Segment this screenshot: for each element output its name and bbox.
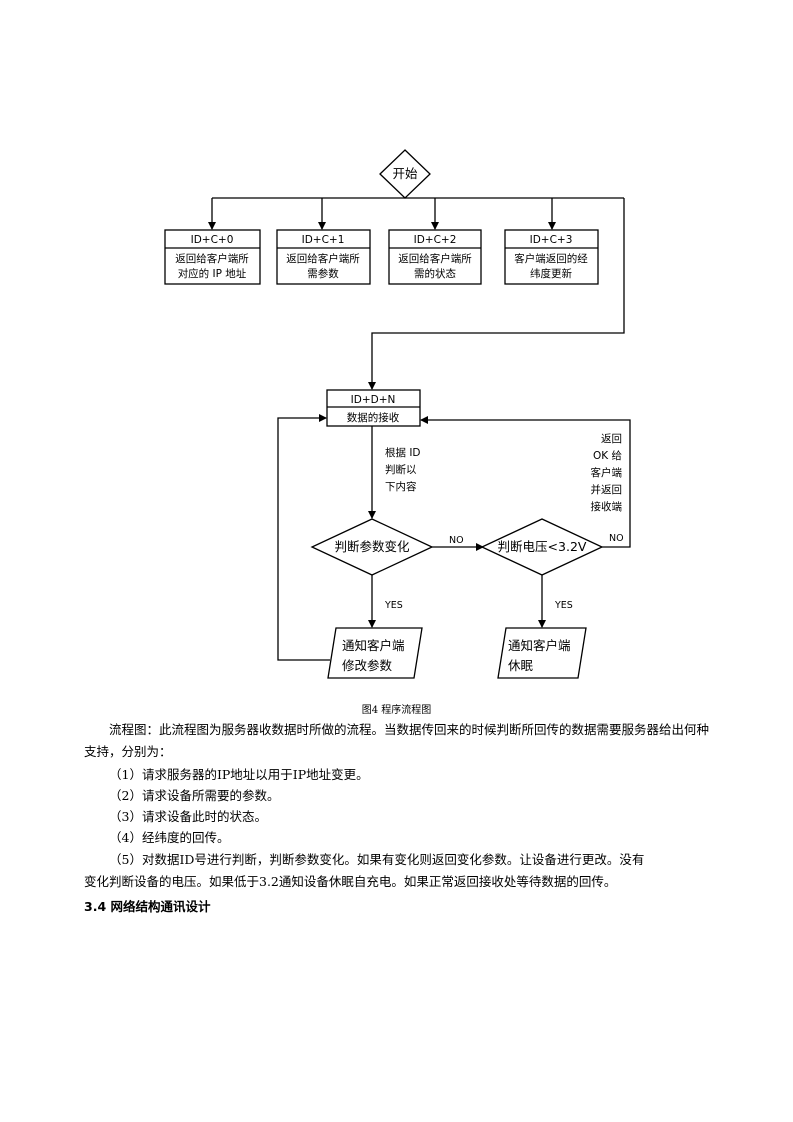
figure-caption: 图4 程序流程图 (361, 705, 432, 716)
branch-0-line2: 对应的 IP 地址 (178, 267, 247, 280)
output2-line: 休眠 (508, 658, 534, 673)
list-item: （4）经纬度的回传。 (109, 830, 230, 845)
program-flowchart: 开始 ID+C+0 返回给客户端所 对应的 IP 地址 ID+C+1 返回给客户… (164, 149, 631, 679)
branch-1-line1: 返回给客户端所 (286, 252, 360, 265)
connector-line (368, 198, 625, 390)
start-label: 开始 (392, 166, 418, 181)
output1-line: 通知客户端 (342, 638, 405, 653)
intro-paragraph: 流程图：此流程图为服务器收数据时所做的流程。当数据传回来的时候判断所回传的数据需… (84, 722, 710, 759)
connector-line (420, 416, 631, 548)
branch-box-3 (504, 229, 599, 285)
no-label-1: NO (449, 535, 464, 546)
branch-2-code: ID+C+2 (414, 234, 457, 246)
return-note-line: 返回 (601, 433, 622, 445)
list-item: （2）请求设备所需要的参数。 (109, 788, 280, 803)
branch-0-line1: 返回给客户端所 (175, 252, 249, 265)
no-label-2: NO (609, 533, 624, 544)
branch-box-2 (388, 229, 482, 285)
output2-line: 通知客户端 (508, 638, 571, 653)
decision2-label: 判断电压<3.2V (498, 539, 587, 554)
return-note-line: OK 给 (593, 449, 622, 462)
output-notify-params (327, 627, 423, 679)
branch-2-line1: 返回给客户端所 (398, 252, 472, 265)
return-note-line: 并返回 (591, 483, 623, 496)
branch-3-line2: 纬度更新 (530, 267, 572, 280)
decision1-label: 判断参数变化 (334, 539, 410, 554)
return-note-line: 接收端 (591, 500, 623, 513)
return-note-line: 客户端 (591, 466, 623, 479)
branch-0-code: ID+C+0 (191, 234, 234, 246)
branch-box-0 (164, 229, 261, 285)
list-item: （3）请求设备此时的状态。 (109, 809, 267, 824)
yes-label-2: YES (554, 600, 573, 611)
judge-note-line: 根据 ID (385, 446, 421, 459)
list-item-continuation: 变化判断设备的电压。如果低于3.2通知设备休眠自充电。如果正常返回接收处等待数据… (84, 874, 617, 889)
receive-label: 数据的接收 (347, 411, 400, 424)
receive-box (326, 389, 421, 427)
branch-2-line2: 需的状态 (414, 267, 456, 280)
judge-note-line: 判断以 (385, 463, 417, 476)
judge-note-line: 下内容 (385, 480, 417, 493)
branch-3-code: ID+C+3 (530, 234, 573, 246)
connector-line (277, 414, 330, 661)
branch-1-line2: 需参数 (307, 267, 339, 280)
receive-code: ID+D+N (351, 394, 396, 406)
yes-label-1: YES (384, 600, 403, 611)
list-item: （5）对数据ID号进行判断，判断参数变化。如果有变化则返回变化参数。让设备进行更… (109, 852, 645, 867)
output-notify-sleep (497, 627, 587, 679)
output1-line: 修改参数 (342, 658, 393, 673)
list-item: （1）请求服务器的IP地址以用于IP地址变更。 (109, 767, 369, 782)
branch-3-line1: 客户端返回的经 (514, 252, 588, 265)
branch-box-1 (276, 229, 371, 285)
section-heading: 3.4 网络结构通讯设计 (84, 899, 211, 914)
branch-1-code: ID+C+1 (302, 234, 345, 246)
